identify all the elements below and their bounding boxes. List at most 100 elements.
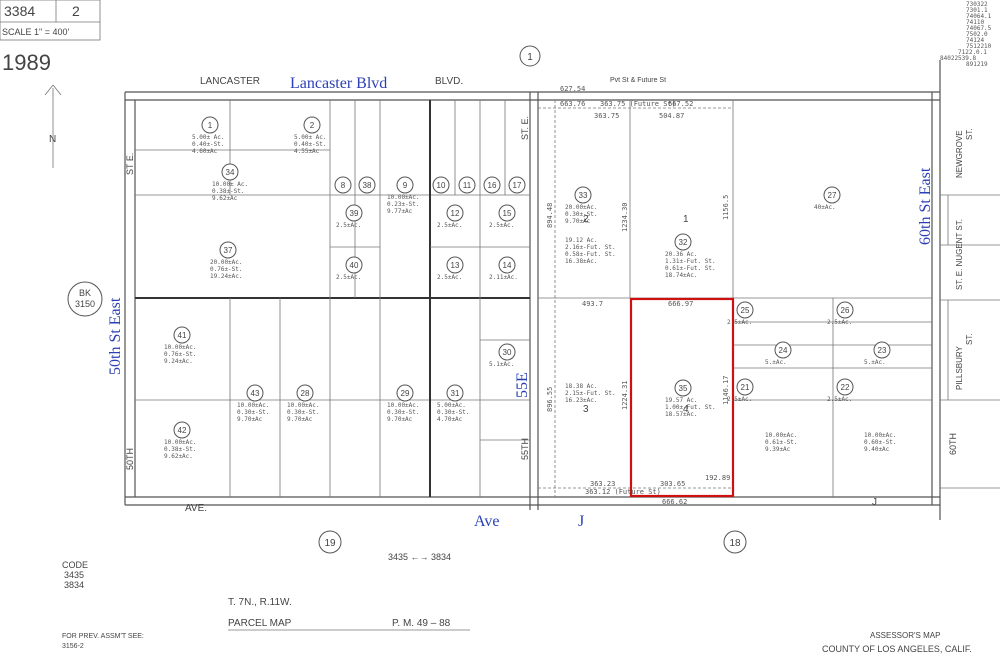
parcel-circle[interactable] xyxy=(345,256,363,274)
corner-note: 7301.1 xyxy=(966,7,988,14)
parcel-number[interactable]: 1 xyxy=(208,121,213,130)
parcel-circle[interactable] xyxy=(736,378,754,396)
highlighted-parcel[interactable] xyxy=(629,297,735,498)
parcel-circle[interactable] xyxy=(246,384,264,402)
parcel-number[interactable]: 10 xyxy=(437,181,446,190)
parcel-number[interactable]: 34 xyxy=(226,168,235,177)
parcel-area: 10.00±Ac. xyxy=(164,344,197,351)
parcel-circle[interactable] xyxy=(396,384,414,402)
parcel-circle[interactable] xyxy=(498,343,516,361)
parcel-area: 9.39±Ac xyxy=(765,446,791,453)
parcel-circle[interactable] xyxy=(296,384,314,402)
parcel-circle[interactable] xyxy=(303,116,321,134)
parcel-area: 18.38 Ac. xyxy=(565,383,598,390)
parcel-area: 0.38±-St. xyxy=(212,188,245,195)
footer-county: COUNTY OF LOS ANGELES, CALIF. xyxy=(822,644,972,654)
parcel-number[interactable]: 28 xyxy=(301,389,310,398)
parcel-number[interactable]: 32 xyxy=(679,238,688,247)
parcel-circle[interactable] xyxy=(345,204,363,222)
parcel-number[interactable]: 38 xyxy=(363,181,372,190)
fifty-st-overlay: 50th St East xyxy=(107,297,124,375)
parcel-number[interactable]: 22 xyxy=(841,383,850,392)
parcel-number[interactable]: 2 xyxy=(310,121,315,130)
parcel-circle[interactable] xyxy=(432,176,450,194)
township-label: T. 7N., R.11W. xyxy=(228,597,292,608)
adjacent-right[interactable]: 18 xyxy=(729,538,741,549)
parcel-area: 0.76±-St. xyxy=(210,266,243,273)
parcel-circle[interactable] xyxy=(508,176,526,194)
parcel-number[interactable]: 8 xyxy=(341,181,346,190)
parcel-circle[interactable] xyxy=(446,256,464,274)
parcel-circle[interactable] xyxy=(674,379,692,397)
parcel-number[interactable]: 12 xyxy=(451,209,460,218)
parcel-circle[interactable] xyxy=(458,176,476,194)
parcel-number[interactable]: 11 xyxy=(463,181,472,190)
parcel-area: 19.57 Ac. xyxy=(665,397,698,404)
parcel-area: 2.5±Ac. xyxy=(437,274,462,281)
parcel-circle[interactable] xyxy=(446,384,464,402)
parcel-area: 9.70±Ac xyxy=(237,416,263,423)
parcel-number[interactable]: 29 xyxy=(401,389,410,398)
parcel-number[interactable]: 21 xyxy=(741,383,750,392)
parcel-circle[interactable] xyxy=(836,301,854,319)
corner-note: 7122.0.1 xyxy=(958,49,987,56)
parcel-number[interactable]: 43 xyxy=(251,389,260,398)
parcel-number[interactable]: 26 xyxy=(841,306,850,315)
parcel-circle[interactable] xyxy=(873,341,891,359)
parcel-area: 10.00±Ac. xyxy=(387,402,420,409)
parcel-circle[interactable] xyxy=(173,326,191,344)
parcel-number[interactable]: 13 xyxy=(451,261,460,270)
parcel-circle[interactable] xyxy=(836,378,854,396)
parcel-number[interactable]: 9 xyxy=(403,181,408,190)
parcel-area: 5.00± Ac. xyxy=(294,134,327,141)
parcel-number[interactable]: 15 xyxy=(503,209,512,218)
parcel-number[interactable]: 25 xyxy=(741,306,750,315)
map-scale: SCALE 1" = 400' xyxy=(2,27,69,37)
parcel-number[interactable]: 30 xyxy=(503,348,512,357)
parcel-area: 16.38±Ac. xyxy=(565,258,598,265)
parcel-area: 4.60±Ac xyxy=(192,148,218,155)
parcel-area: 0.61±-St. xyxy=(765,439,798,446)
parcel-circle[interactable] xyxy=(483,176,501,194)
lot-label: 3 xyxy=(583,404,589,415)
adjacent-top[interactable]: 1 xyxy=(527,52,533,63)
parcel-circle[interactable] xyxy=(446,204,464,222)
corner-note: 74110 xyxy=(966,19,984,26)
parcel-area: 9.70±Ac xyxy=(565,218,591,225)
ave-label: AVE. xyxy=(185,503,207,514)
parcel-number[interactable]: 24 xyxy=(779,346,788,355)
lot-label: 1 xyxy=(683,214,689,225)
parcel-circle[interactable] xyxy=(334,176,352,194)
parcel-number[interactable]: 35 xyxy=(679,384,688,393)
parcel-number[interactable]: 41 xyxy=(178,331,187,340)
parcel-number[interactable]: 42 xyxy=(178,426,187,435)
dim: 663.76 xyxy=(560,100,585,108)
book-label: BK xyxy=(79,288,91,298)
parcel-number[interactable]: 39 xyxy=(350,209,359,218)
parcel-circle[interactable] xyxy=(358,176,376,194)
parcel-area: 0.30±-St. xyxy=(287,409,320,416)
parcel-circle[interactable] xyxy=(221,163,239,181)
parcel-number[interactable]: 31 xyxy=(451,389,460,398)
parcel-number[interactable]: 37 xyxy=(224,246,233,255)
parcel-circle[interactable] xyxy=(498,204,516,222)
parcel-number[interactable]: 27 xyxy=(828,191,837,200)
parcel-circle[interactable] xyxy=(219,241,237,259)
parcel-number[interactable]: 33 xyxy=(579,191,588,200)
parcel-circle[interactable] xyxy=(774,341,792,359)
parcel-circle[interactable] xyxy=(396,176,414,194)
adjacent-left[interactable]: 19 xyxy=(324,538,336,549)
parcel-circle[interactable] xyxy=(574,186,592,204)
parcel-area: 9.77±Ac xyxy=(387,208,413,215)
parcel-circle[interactable] xyxy=(736,301,754,319)
parcel-number[interactable]: 23 xyxy=(878,346,887,355)
parcel-number[interactable]: 16 xyxy=(488,181,497,190)
parcel-circle[interactable] xyxy=(201,116,219,134)
parcel-number[interactable]: 40 xyxy=(350,261,359,270)
parcel-circle[interactable] xyxy=(498,256,516,274)
parcel-circle[interactable] xyxy=(823,186,841,204)
parcel-number[interactable]: 17 xyxy=(513,181,522,190)
parcel-circle[interactable] xyxy=(173,421,191,439)
parcel-number[interactable]: 14 xyxy=(503,261,512,270)
parcel-circle[interactable] xyxy=(674,233,692,251)
